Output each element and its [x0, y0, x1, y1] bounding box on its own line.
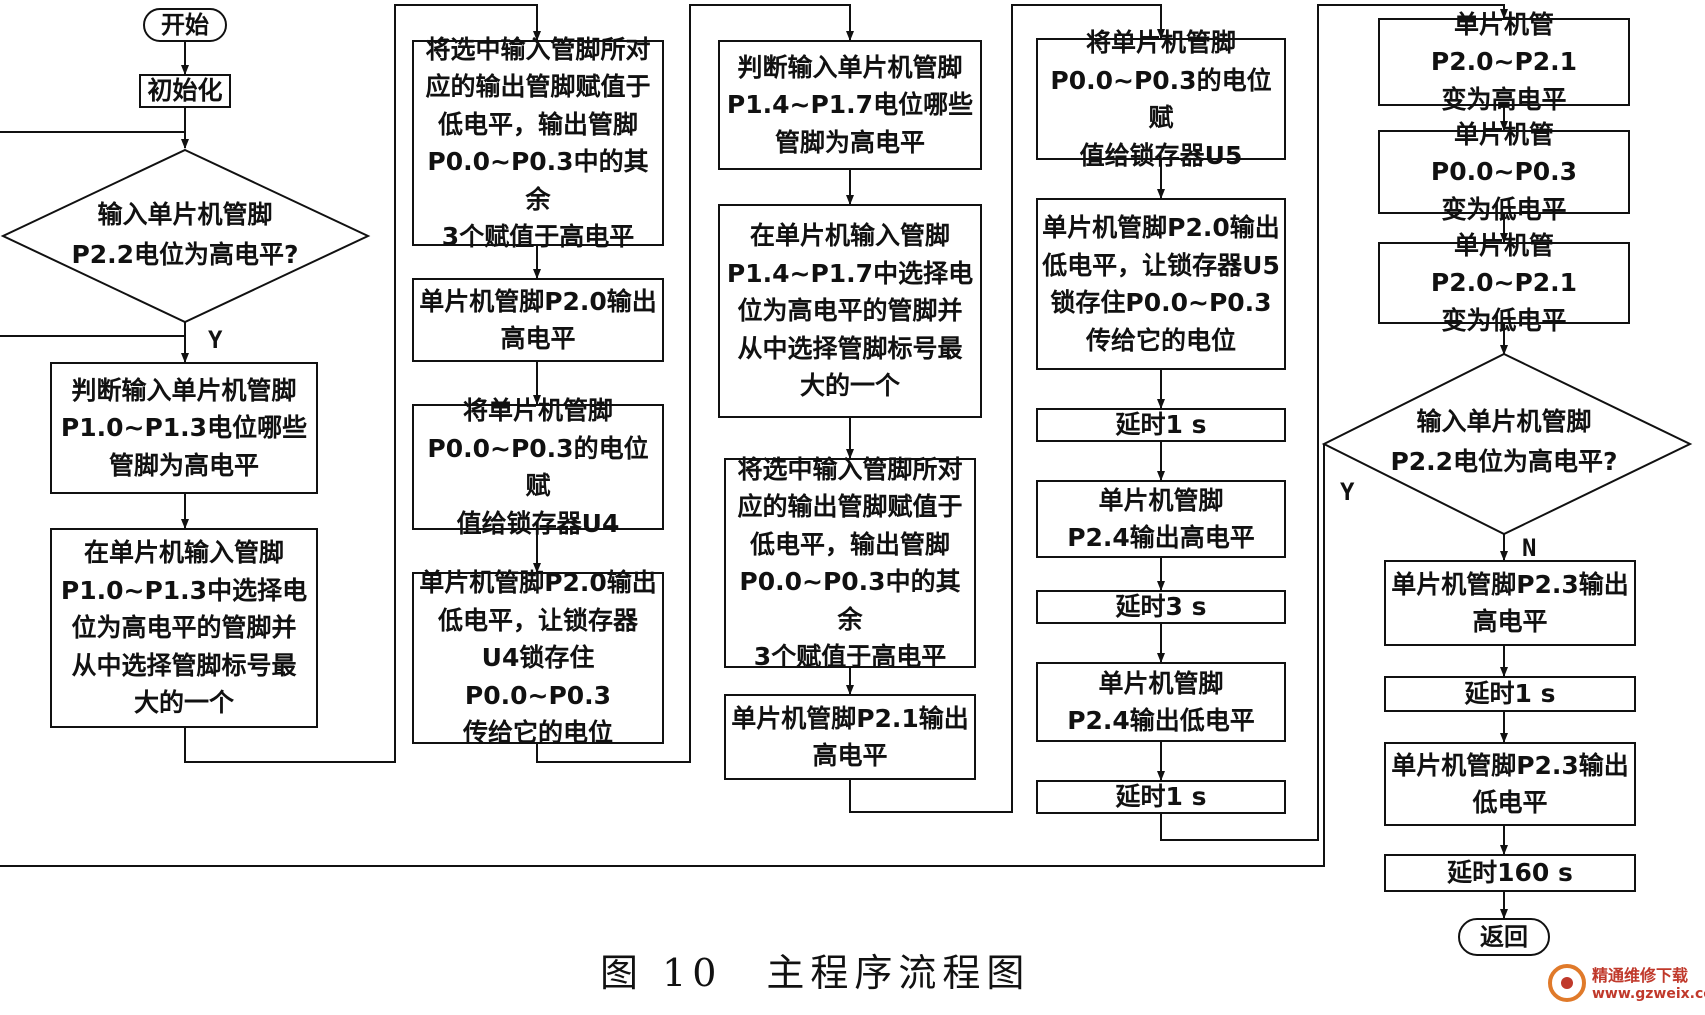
watermark-emblem-icon — [1548, 964, 1586, 1002]
p0-low-box: 单片机管P0.0~P0.3 变为低电平 — [1378, 120, 1630, 224]
p2-0-1-high-box: 单片机管P2.0~P2.1 变为高电平 — [1378, 10, 1630, 114]
init-box: 初始化 — [139, 74, 231, 108]
no-label: N — [1522, 534, 1537, 562]
p2-0-1-low-box: 单片机管P2.0~P2.1 变为低电平 — [1378, 231, 1630, 335]
p2-4-high-box: 单片机管脚 P2.4输出高电平 — [1036, 480, 1286, 558]
figure-caption: 图 10 主程序流程图 — [600, 951, 1031, 995]
delay-1s-box-1: 延时1 s — [1036, 408, 1286, 442]
return-terminal: 返回 — [1458, 918, 1550, 956]
decision-diamond-2 — [1321, 352, 1693, 536]
watermark-url: www.gzweix.com — [1592, 986, 1705, 1002]
delay-1s-box-3: 延时1 s — [1384, 676, 1636, 712]
p2-1-high-box: 单片机管脚P2.1输出 高电平 — [724, 694, 976, 780]
select-p1-0-3-box: 在单片机输入管脚 P1.0~P1.3中选择电 位为高电平的管脚并 从中选择管脚标… — [50, 528, 318, 728]
p2-0-high-box: 单片机管脚P2.0输出 高电平 — [412, 278, 664, 362]
assign-output-box-1: 将选中输入管脚所对 应的输出管脚赋值于 低电平，输出管脚 P0.0~P0.3中的… — [412, 35, 664, 251]
latch-u5-box: 将单片机管脚 P0.0~P0.3的电位赋 值给锁存器U5 — [1036, 28, 1286, 170]
select-p1-4-7-box: 在单片机输入管脚 P1.4~P1.7中选择电 位为高电平的管脚并 从中选择管脚标… — [718, 204, 982, 418]
p2-0-low-u4-box: 单片机管脚P2.0输出 低电平，让锁存器 U4锁存住P0.0~P0.3 传给它的… — [412, 568, 664, 747]
p2-0-low-u5-box: 单片机管脚P2.0输出 低电平，让锁存器U5 锁存住P0.0~P0.3 传给它的… — [1036, 198, 1286, 370]
watermark-logo: 精通维修下载 www.gzweix.com — [1548, 960, 1705, 1008]
decision-diamond-1 — [0, 148, 371, 324]
p2-4-low-box: 单片机管脚 P2.4输出低电平 — [1036, 662, 1286, 742]
yes-label-2: Y — [1340, 478, 1355, 506]
watermark-name: 精通维修下载 — [1592, 966, 1689, 985]
latch-u4-box: 将单片机管脚 P0.0~P0.3的电位赋 值给锁存器U4 — [412, 396, 664, 538]
delay-3s-box: 延时3 s — [1036, 590, 1286, 624]
assign-output-box-2: 将选中输入管脚所对 应的输出管脚赋值于 低电平，输出管脚 P0.0~P0.3中的… — [724, 455, 976, 671]
decision-1-text: 输入单片机管脚 P2.2电位为高电平? — [71, 200, 299, 269]
delay-160s-box: 延时160 s — [1384, 854, 1636, 892]
p2-3-low-box: 单片机管脚P2.3输出 低电平 — [1384, 742, 1636, 826]
decision-2-text: 输入单片机管脚 P2.2电位为高电平? — [1390, 407, 1618, 476]
judge-p1-0-3-box: 判断输入单片机管脚 P1.0~P1.3电位哪些 管脚为高电平 — [50, 362, 318, 494]
yes-label-1: Y — [208, 326, 223, 354]
delay-1s-box-2: 延时1 s — [1036, 780, 1286, 814]
p2-3-high-box: 单片机管脚P2.3输出 高电平 — [1384, 560, 1636, 646]
judge-p1-4-7-box: 判断输入单片机管脚 P1.4~P1.7电位哪些 管脚为高电平 — [718, 40, 982, 170]
start-terminal: 开始 — [143, 8, 227, 42]
